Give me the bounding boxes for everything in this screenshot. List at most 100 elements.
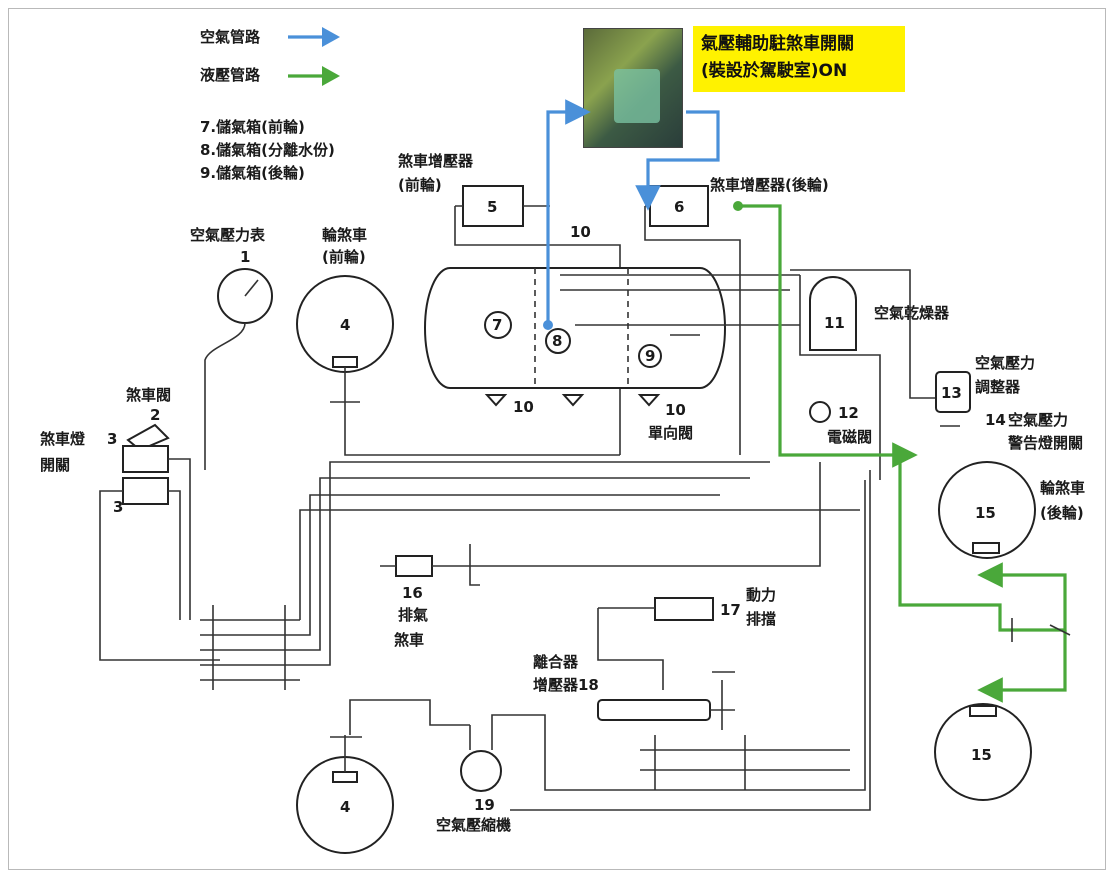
dryer-num: 11: [824, 314, 845, 332]
tank-note-3: 9.儲氣箱(後輪): [200, 164, 305, 182]
booster-front-label-a: 煞車增壓器: [398, 152, 474, 170]
brake-light-num-a: 3: [107, 430, 117, 448]
tank8-num: 8: [552, 332, 562, 350]
dryer-label: 空氣乾燥器: [874, 304, 950, 322]
exhaust-brake: [395, 555, 433, 577]
tank7-num: 7: [492, 316, 502, 334]
power-shift: [654, 597, 714, 621]
hydraulic-line-rear-top: [898, 455, 1067, 632]
legend-air-arrowhead: [322, 27, 340, 47]
booster-rear-label: 煞車增壓器(後輪): [710, 176, 829, 194]
tank7-marker: [484, 311, 512, 339]
solenoid-num: 12: [838, 404, 859, 422]
front-wheel-brake-label: 輪煞車: [322, 226, 367, 244]
warn-switch-num: 14: [985, 411, 1006, 429]
rear-wheel-num-top: 15: [975, 504, 996, 522]
rear-wheel-cylinder-bottom: [969, 705, 997, 717]
hydraulic-node: [733, 201, 743, 211]
warn-switch-label-b: 警告燈開關: [1007, 434, 1083, 452]
regulator-label-a: 空氣壓力: [975, 354, 1035, 372]
clutch-lines: [710, 671, 735, 730]
clutch-label-a: 離合器: [533, 653, 579, 671]
air-line-to-rear-booster: [635, 110, 720, 211]
tank-note-2: 8.儲氣箱(分離水份): [200, 141, 335, 159]
rear-wheel-num-bottom: 15: [971, 746, 992, 764]
legend-hydraulic-arrowhead: [322, 66, 340, 86]
legend-hydraulic-label: 液壓管路: [200, 66, 261, 84]
manifold-lines: [299, 461, 860, 666]
hydraulic-junction: [1011, 618, 1071, 642]
rear-wheel-brake-top: [938, 461, 1036, 559]
hydraulic-line-main: [738, 204, 918, 468]
power-num: 17: [720, 601, 741, 619]
solenoid-label: 電磁閥: [827, 428, 872, 446]
compressor-label: 空氣壓縮機: [436, 816, 511, 834]
exhaust-lines: [380, 462, 821, 586]
rear-wheel-sub: (後輪): [1040, 504, 1084, 522]
booster-rear-num: 6: [674, 198, 684, 216]
air-line-node: [543, 320, 553, 330]
brake-light-label-b: 開關: [40, 456, 70, 474]
tank9-marker: [638, 344, 662, 368]
air-compressor: [460, 750, 502, 792]
gauge-needle: [244, 279, 259, 297]
air-tank: [424, 267, 726, 389]
clutch-label-b: 增壓器18: [533, 676, 599, 694]
power-label-a: 動力: [746, 586, 776, 604]
dryer-lines: [790, 269, 935, 480]
switch-photo: [583, 28, 683, 148]
air-line-to-switch: [546, 99, 591, 325]
check-valve-label: 單向閥: [648, 424, 693, 442]
exhaust-label-b: 煞車: [394, 631, 424, 649]
brake-valve-lines: [99, 458, 220, 661]
warn-switch-label-a: 空氣壓力: [1008, 411, 1068, 429]
front-wheel-num: 4: [340, 316, 350, 334]
front-wheel-line: [330, 367, 620, 456]
brake-light-num-b: 3: [113, 498, 123, 516]
check-valve-num-top: 10: [570, 223, 591, 241]
pressure-regulator: [935, 371, 971, 413]
front-wheel-bottom-lines: [330, 735, 362, 772]
compressor-num: 19: [474, 796, 495, 814]
regulator-num: 13: [941, 384, 962, 402]
gauge-num: 1: [240, 248, 250, 266]
rear-wheel-brake-bottom: [934, 703, 1032, 801]
gauge-label: 空氣壓力表: [190, 226, 266, 244]
diagram-frame: [8, 8, 1106, 870]
check-valve-num-right: 10: [665, 401, 686, 419]
power-shift-lines: [597, 607, 664, 690]
exhaust-label-a: 排氣: [398, 606, 428, 624]
parking-switch-callout: 氣壓輔助駐煞車開關 (裝設於駕駛室)ON: [693, 26, 905, 92]
hydraulic-line-rear-bottom: [977, 630, 1067, 703]
brake-valve-num: 2: [150, 406, 160, 424]
front-wheel-cylinder-bottom: [332, 771, 358, 783]
air-dryer: [809, 276, 857, 351]
tank8-marker: [545, 328, 571, 354]
solenoid-valve: [809, 401, 831, 423]
regulator-label-b: 調整器: [975, 378, 1021, 396]
booster-front-label-b: (前輪): [398, 176, 442, 194]
compressor-lines: [349, 480, 866, 791]
clutch-booster: [597, 699, 711, 721]
brake-valve-lower: [122, 477, 169, 505]
left-manifold: [200, 461, 860, 690]
tank9-num: 9: [645, 347, 655, 365]
gauge-line: [204, 322, 246, 470]
booster-front-num: 5: [487, 198, 497, 216]
check-valve-num-left: 10: [513, 398, 534, 416]
power-label-b: 排擋: [746, 610, 776, 628]
front-wheel-cylinder: [332, 356, 358, 368]
drain-valves: [484, 394, 661, 407]
front-wheel-num-bottom: 4: [340, 798, 350, 816]
callout-line-1: 氣壓輔助駐煞車開關: [701, 34, 854, 54]
exhaust-num: 16: [402, 584, 423, 602]
legend-air-label: 空氣管路: [200, 28, 261, 46]
rear-wheel-cylinder-top: [972, 542, 1000, 554]
brake-valve-label: 煞車閥: [126, 386, 171, 404]
brake-light-label-a: 煞車燈: [40, 430, 86, 448]
callout-line-2: (裝設於駕駛室)ON: [701, 61, 848, 81]
rear-wheel-label: 輪煞車: [1040, 479, 1085, 497]
tank-note-1: 7.儲氣箱(前輪): [200, 118, 305, 136]
lower-manifold: [510, 470, 871, 811]
